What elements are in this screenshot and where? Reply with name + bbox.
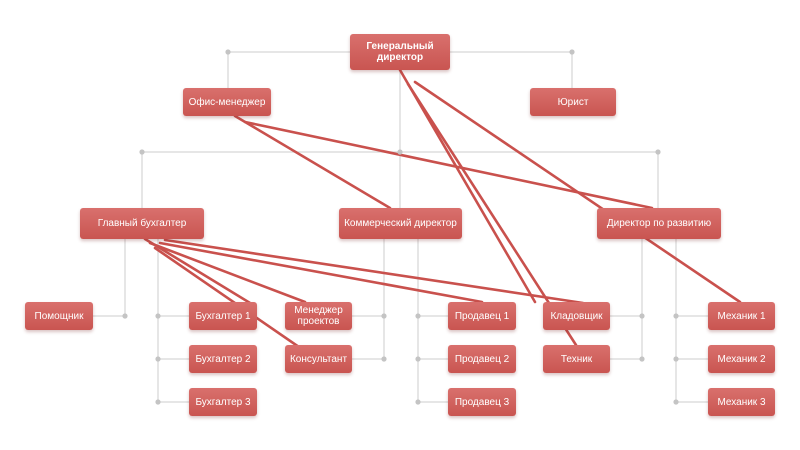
node-commercial-director[interactable]: Коммерческий директор	[339, 208, 462, 239]
junction-dot	[381, 356, 387, 362]
junction-dot	[415, 356, 421, 362]
node-seller-1[interactable]: Продавец 1	[448, 302, 516, 330]
node-mechanic-1[interactable]: Механик 1	[708, 302, 775, 330]
junction-dot	[639, 313, 645, 319]
junction-dot	[673, 313, 679, 319]
junction-dot	[673, 356, 679, 362]
junction-dot	[155, 313, 161, 319]
node-assistant[interactable]: Помощник	[25, 302, 93, 330]
cross-link	[233, 114, 392, 210]
node-project-manager[interactable]: Менеджер проектов	[285, 302, 352, 330]
cross-link	[158, 241, 484, 304]
junction-dot	[415, 399, 421, 405]
junction-dot	[673, 399, 679, 405]
junction-dot	[397, 149, 403, 155]
junction-dot	[225, 49, 231, 55]
node-ceo[interactable]: Генеральный директор	[350, 34, 450, 70]
junction-dots	[122, 49, 679, 405]
node-accountant-3[interactable]: Бухгалтер 3	[189, 388, 257, 416]
node-technician[interactable]: Техник	[543, 345, 610, 373]
cross-link	[143, 237, 257, 308]
node-office-manager[interactable]: Офис-менеджер	[183, 88, 271, 116]
cross-link	[163, 238, 585, 305]
junction-dot	[569, 49, 575, 55]
node-accountant-2[interactable]: Бухгалтер 2	[189, 345, 257, 373]
node-mechanic-2[interactable]: Механик 2	[708, 345, 775, 373]
junction-dot	[655, 149, 661, 155]
cross-link	[243, 120, 654, 210]
node-accountant-1[interactable]: Бухгалтер 1	[189, 302, 257, 330]
node-lawyer[interactable]: Юрист	[530, 88, 616, 116]
junction-dot	[122, 313, 128, 319]
node-seller-2[interactable]: Продавец 2	[448, 345, 516, 373]
junction-dot	[381, 313, 387, 319]
junction-dot	[639, 356, 645, 362]
junction-dot	[155, 399, 161, 405]
cross-links	[143, 68, 742, 358]
node-seller-3[interactable]: Продавец 3	[448, 388, 516, 416]
junction-dot	[139, 149, 145, 155]
node-mechanic-3[interactable]: Механик 3	[708, 388, 775, 416]
junction-dot	[415, 313, 421, 319]
cross-link	[148, 241, 307, 304]
node-storekeeper[interactable]: Кладовщик	[543, 302, 610, 330]
cross-link	[406, 82, 578, 347]
node-consultant[interactable]: Консультант	[285, 345, 352, 373]
junction-dot	[155, 356, 161, 362]
node-development-director[interactable]: Директор по развитию	[597, 208, 721, 239]
node-chief-accountant[interactable]: Главный бухгалтер	[80, 208, 204, 239]
